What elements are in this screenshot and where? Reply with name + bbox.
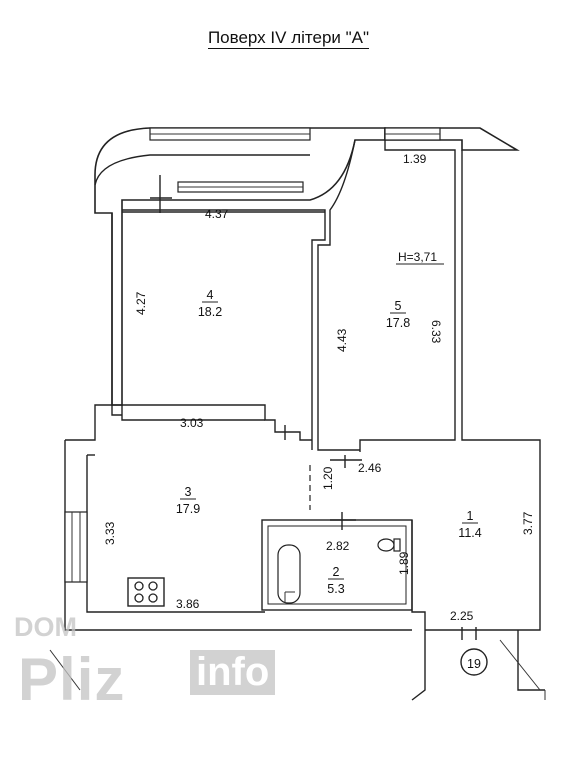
room3-area: 17.9	[176, 502, 200, 516]
wall-bottom-right	[517, 630, 545, 691]
room3-number: 3	[185, 485, 192, 499]
dim-top-right: 1.39	[403, 152, 427, 166]
stair-line-1	[49, 649, 81, 691]
balcony-inner-line	[94, 154, 310, 186]
outer-wall-left	[94, 127, 386, 406]
room4-area: 18.2	[198, 305, 222, 319]
room4-number: 4	[207, 288, 214, 302]
wall-room3-inner	[86, 455, 265, 613]
watermark-info: info	[190, 650, 276, 695]
dim-ceiling-height: H=3,71	[398, 250, 437, 264]
stove-burner-2	[148, 581, 158, 591]
plan-title: Поверх IV літери "А"	[0, 28, 577, 49]
dim-room1-width: 2.25	[450, 609, 474, 623]
room2-number: 2	[333, 565, 340, 579]
stove-burner-4	[148, 593, 158, 603]
wall-room3-top-left	[111, 405, 122, 416]
plan-title-text: Поверх IV літери "А"	[207, 28, 370, 49]
dim-room4-height: 4.27	[134, 291, 148, 315]
dim-kitchen-width: 3.86	[176, 597, 200, 611]
wall-room3-top	[121, 405, 265, 421]
stove-burner-3	[134, 593, 144, 603]
room1-area: 11.4	[458, 526, 481, 540]
unit-number: 19	[467, 657, 481, 671]
wall-bottom-left-stair	[411, 630, 426, 701]
dim-room5-left: 4.43	[335, 328, 349, 352]
wall-room5-left	[317, 139, 360, 451]
dim-opening: 1.20	[321, 466, 335, 490]
room1-number: 1	[467, 509, 474, 523]
wall-room4-bottom	[112, 404, 312, 441]
toilet-tank	[393, 538, 401, 552]
stair-line-2	[499, 639, 541, 691]
dim-corridor: 2.46	[358, 461, 382, 475]
toilet-icon	[377, 538, 395, 552]
wall-room5-right	[359, 140, 456, 452]
room5-number: 5	[395, 299, 402, 313]
stove-icon	[127, 577, 165, 607]
dim-room3-height: 3.33	[103, 521, 117, 545]
dim-bath-width: 2.82	[326, 539, 350, 553]
wall-room4-right	[122, 209, 326, 450]
unit-number-circle	[460, 648, 488, 676]
dim-bath-height: 1.89	[397, 551, 411, 575]
room5-area: 17.8	[386, 316, 410, 330]
wall-room1-right	[518, 460, 541, 631]
watermark-pliz: Pliz	[18, 645, 125, 714]
window-room3	[64, 511, 88, 583]
dim-room1-height: 3.77	[521, 511, 535, 535]
wall-room1-left	[411, 520, 426, 630]
wall-outer-right	[461, 150, 541, 460]
dim-room3-width: 3.03	[180, 416, 204, 430]
dim-room5-height: 6.33	[429, 320, 443, 344]
stove-burner-1	[134, 581, 144, 591]
bathroom-inner-wall	[267, 525, 407, 605]
bathtub-icon	[277, 544, 301, 604]
room2-area: 5.3	[327, 582, 344, 596]
watermark-dom: DOM	[14, 612, 77, 643]
wall-room3-corner	[65, 404, 112, 441]
wall-room3-outer	[64, 440, 412, 631]
dim-room4-width: 4.37	[205, 207, 229, 221]
watermark-pliz-text: Pliz	[18, 646, 126, 713]
watermark-info-text: info	[196, 650, 270, 694]
watermark-dom-text: DOM	[14, 612, 77, 642]
